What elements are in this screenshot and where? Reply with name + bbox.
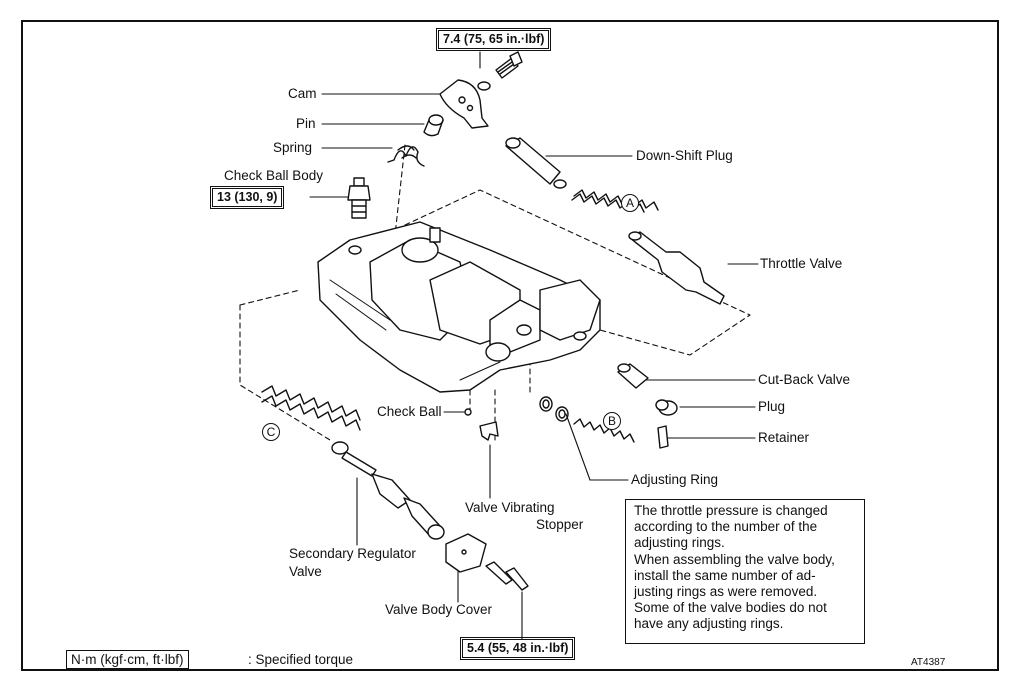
torque-top-bolt: 7.4 (75, 65 in.·lbf) [435, 28, 552, 51]
leader-lines [309, 51, 759, 641]
retainer-icon [657, 425, 669, 449]
label-retainer: Retainer [758, 430, 810, 445]
valve-body-cover-icon [445, 533, 487, 573]
torque-cover-bolt: 5.4 (55, 48 in.·lbf) [459, 637, 576, 660]
label-valve-vibrating-stopper-line2: Stopper [536, 517, 584, 532]
down-shift-plug-icon [505, 137, 567, 189]
valve-vibrating-stopper-icon [479, 421, 499, 441]
cover-bolt-icon [485, 561, 529, 591]
figure-reference-code: AT4387 [911, 657, 946, 668]
secondary-regulator-valve-icon [331, 441, 445, 540]
check-ball-body-icon [347, 177, 371, 219]
note-line: The throttle pressure is changed [634, 503, 828, 518]
label-valve-body-cover: Valve Body Cover [385, 602, 493, 617]
label-cut-back-valve: Cut-Back Valve [758, 372, 851, 387]
note-line: according to the number of the [634, 519, 818, 535]
note-line: adjusting rings. [634, 535, 725, 551]
torque-check-ball-body: 13 (130, 9) [209, 186, 285, 209]
marker-c: C [262, 423, 280, 441]
label-check-ball-body: Check Ball Body [224, 168, 324, 183]
label-cam: Cam [288, 86, 317, 101]
label-check-ball: Check Ball [377, 404, 442, 419]
throttle-valve-icon [628, 231, 725, 305]
label-valve-vibrating-stopper-line1: Valve Vibrating [465, 500, 555, 515]
note-line: justing rings as were removed. [634, 584, 818, 600]
marker-b: B [603, 412, 621, 430]
cam-icon [439, 79, 489, 129]
label-plug: Plug [758, 399, 786, 414]
adjusting-ring-note: The throttle pressure is changed accordi… [625, 499, 865, 644]
spring-a-icon [571, 189, 659, 213]
check-ball-icon [464, 408, 472, 416]
washer-icon [477, 81, 491, 91]
plug-icon [655, 399, 678, 416]
legend-unit-box: N·m (kgf·cm, ft·lbf) [66, 650, 189, 669]
spring-c-icon [261, 385, 361, 431]
label-secondary-regulator-valve-line2: Valve [289, 564, 322, 579]
pin-icon [423, 114, 444, 137]
assembly-guide-lines [239, 144, 751, 441]
label-adjusting-ring: Adjusting Ring [631, 472, 719, 487]
note-line: When assembling the valve body, [634, 551, 835, 567]
cut-back-valve-icon [617, 363, 649, 389]
legend-text: : Specified torque [248, 652, 354, 667]
bolt-icon [495, 51, 523, 79]
label-throttle-valve: Throttle Valve [760, 256, 843, 271]
diagram-frame [21, 20, 999, 671]
spring-b-icon [573, 418, 635, 443]
label-secondary-regulator-valve-line1: Secondary Regulator [289, 546, 416, 561]
label-spring: Spring [273, 140, 313, 155]
marker-a: A [621, 194, 639, 212]
note-line: Some of the valve bodies do not [634, 600, 827, 616]
spring-icon [387, 145, 425, 167]
label-down-shift-plug: Down-Shift Plug [636, 148, 733, 163]
adjusting-ring-icon [539, 396, 569, 422]
label-pin: Pin [296, 116, 316, 131]
note-line: have any adjusting rings. [634, 616, 784, 632]
note-line: install the same number of ad- [634, 567, 816, 583]
valve-body-icon [317, 221, 601, 393]
